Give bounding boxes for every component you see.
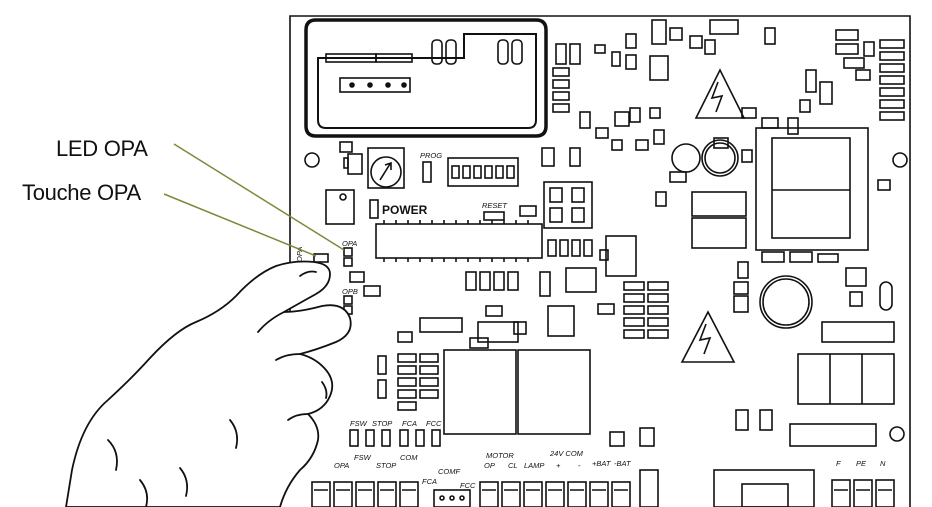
- leader-line-touche-opa: [163, 193, 317, 257]
- led-opa: [343, 247, 353, 257]
- touche-opa-button: [313, 253, 329, 263]
- prog-button: [422, 161, 432, 183]
- label-fsw-bottom: FSW: [354, 453, 372, 462]
- relay-motor-op: [443, 349, 517, 435]
- label-plus: +: [556, 461, 561, 470]
- label-opa: OPA: [342, 239, 357, 248]
- callout-touche-opa: Touche OPA: [22, 180, 141, 205]
- terminal-block-mains: [831, 479, 895, 507]
- capacitor: [701, 139, 739, 177]
- power-connector: [543, 181, 593, 229]
- label-fsw-top: FSW: [350, 419, 368, 428]
- reset-button: [483, 211, 505, 221]
- label-fcc-bottom: FCC: [460, 481, 476, 490]
- label-pe: PE: [856, 459, 867, 468]
- label-prog: PROG: [420, 151, 442, 160]
- terminal-block-motor: [479, 481, 631, 507]
- resistor-array: [419, 317, 463, 333]
- label-motor: MOTOR: [486, 451, 514, 460]
- transformer: [755, 127, 869, 251]
- battery-compartment: [304, 18, 548, 138]
- connector-strip: [879, 39, 905, 121]
- fuse-holder: [713, 469, 815, 507]
- terminal-block-left: [311, 481, 419, 507]
- label-f: F: [836, 459, 841, 468]
- leader-line-led-opa: [173, 143, 345, 251]
- high-voltage-warning-icon: [680, 310, 736, 363]
- mounting-hole: [889, 426, 905, 442]
- potentiometer-dial: [367, 147, 405, 189]
- label-com: COM: [400, 453, 418, 462]
- label-stop-top: STOP: [372, 419, 392, 428]
- callout-led-opa: LED OPA: [56, 136, 148, 161]
- resistor-column: [377, 353, 439, 411]
- coil-block: [797, 353, 895, 405]
- capacitor-large: [759, 275, 813, 329]
- dip-switch: [447, 157, 519, 187]
- board-outline: [289, 15, 911, 507]
- label-24v-com: 24V COM: [549, 449, 584, 458]
- pointing-hand-illustration: [65, 260, 352, 507]
- label-plus-bat: +BAT: [592, 459, 612, 468]
- label-opb: OPB: [342, 287, 358, 296]
- microcontroller-ic: [375, 220, 543, 262]
- label-reset: RESET: [482, 201, 508, 210]
- label-minus: -: [578, 461, 581, 470]
- resistor-stack: [623, 281, 669, 339]
- label-opa-vertical: OPA: [295, 247, 304, 262]
- high-voltage-warning-icon: [694, 68, 746, 119]
- ic-small: [325, 189, 355, 225]
- led-opa: [343, 257, 353, 267]
- label-comf: COMF: [438, 467, 460, 476]
- label-stop-bottom: STOP: [376, 461, 396, 470]
- relay-small: [605, 235, 637, 277]
- mounting-hole: [304, 152, 320, 168]
- capacitor: [671, 143, 701, 173]
- relay-motor-cl: [517, 349, 591, 435]
- label-cl: CL: [508, 461, 518, 470]
- label-power: POWER: [382, 203, 428, 217]
- label-opa-bottom: OPA: [334, 461, 349, 470]
- label-n: N: [880, 459, 886, 468]
- label-op: OP: [484, 461, 495, 470]
- label-fca-bottom: FCA: [422, 477, 437, 486]
- terminal-block-comf: [433, 489, 471, 507]
- label-lamp: LAMP: [524, 461, 544, 470]
- led-opb: [343, 295, 353, 305]
- label-fca-top: FCA: [402, 419, 417, 428]
- label-minus-bat: -BAT: [614, 459, 632, 468]
- label-fcc-top: FCC: [426, 419, 442, 428]
- mounting-hole: [892, 152, 908, 168]
